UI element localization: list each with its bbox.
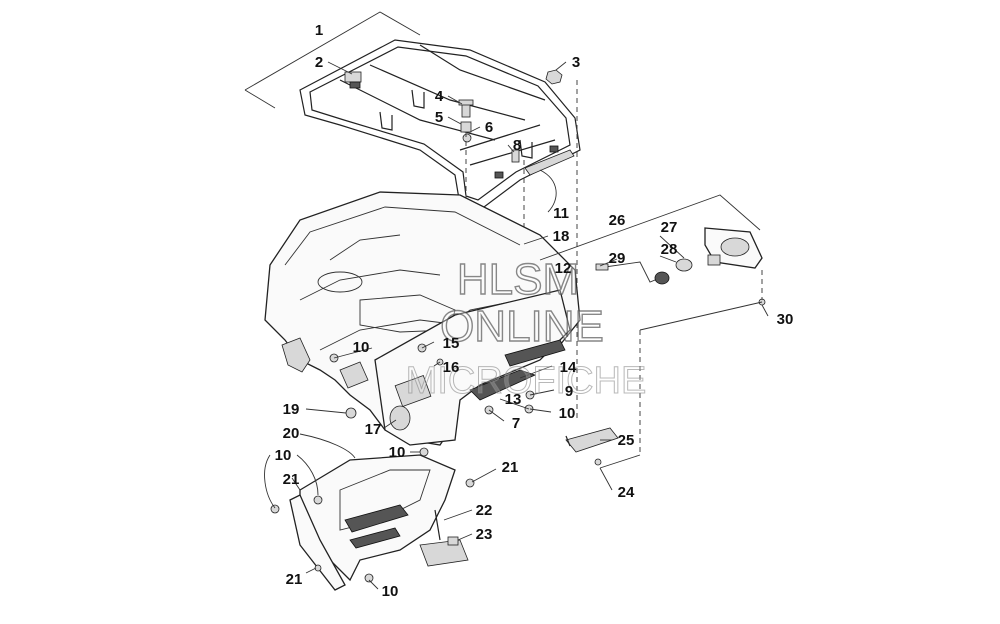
leader-lines xyxy=(264,61,769,590)
callout-21-c: 21 xyxy=(286,571,303,588)
rear-rack xyxy=(244,11,581,211)
callout-14: 14 xyxy=(560,359,577,376)
callout-26: 26 xyxy=(609,212,626,229)
callout-1: 1 xyxy=(315,22,323,39)
callout-21-b: 21 xyxy=(283,471,300,488)
callout-2: 2 xyxy=(315,54,323,71)
callout-29: 29 xyxy=(609,250,626,267)
callout-24: 24 xyxy=(618,484,635,501)
callout-16: 16 xyxy=(443,359,460,376)
callout-5: 5 xyxy=(435,109,443,126)
footwell xyxy=(270,454,475,591)
callout-19: 19 xyxy=(283,401,300,418)
watermark-line1: HLSM xyxy=(457,255,579,304)
taillight-assembly xyxy=(539,194,766,469)
callout-10-b: 10 xyxy=(559,405,576,422)
callout-4: 4 xyxy=(435,88,444,105)
callout-10-c: 10 xyxy=(389,444,406,461)
callout-8: 8 xyxy=(513,137,521,154)
callout-9: 9 xyxy=(565,383,573,400)
callout-6: 6 xyxy=(485,119,493,136)
watermark-line2: ONLINE xyxy=(440,302,604,351)
callout-13: 13 xyxy=(505,391,522,408)
callout-28: 28 xyxy=(661,241,678,258)
watermark-line3: MICROFICHE xyxy=(406,360,647,402)
callout-18: 18 xyxy=(553,228,570,245)
callout-3: 3 xyxy=(572,54,580,71)
callout-12: 12 xyxy=(555,260,572,277)
callout-10-a: 10 xyxy=(353,339,370,356)
callout-10-d: 10 xyxy=(275,447,292,464)
callout-17: 17 xyxy=(365,421,382,438)
callout-23: 23 xyxy=(476,526,493,543)
callout-20: 20 xyxy=(283,425,300,442)
watermark: HLSM ONLINE MICROFICHE xyxy=(405,254,647,402)
callout-30: 30 xyxy=(777,311,794,328)
callout-7: 7 xyxy=(512,415,520,432)
callout-11: 11 xyxy=(553,205,569,222)
callout-21-a: 21 xyxy=(502,459,519,476)
splash-guard xyxy=(419,509,469,567)
callout-15: 15 xyxy=(443,335,460,352)
rear-fender xyxy=(264,191,581,457)
callout-10-e: 10 xyxy=(382,583,399,600)
callout-25: 25 xyxy=(618,432,635,449)
callouts: 1 2 3 4 5 6 8 11 18 12 26 27 28 29 30 10… xyxy=(275,22,794,600)
callout-27: 27 xyxy=(661,219,678,236)
callout-22: 22 xyxy=(476,502,493,519)
